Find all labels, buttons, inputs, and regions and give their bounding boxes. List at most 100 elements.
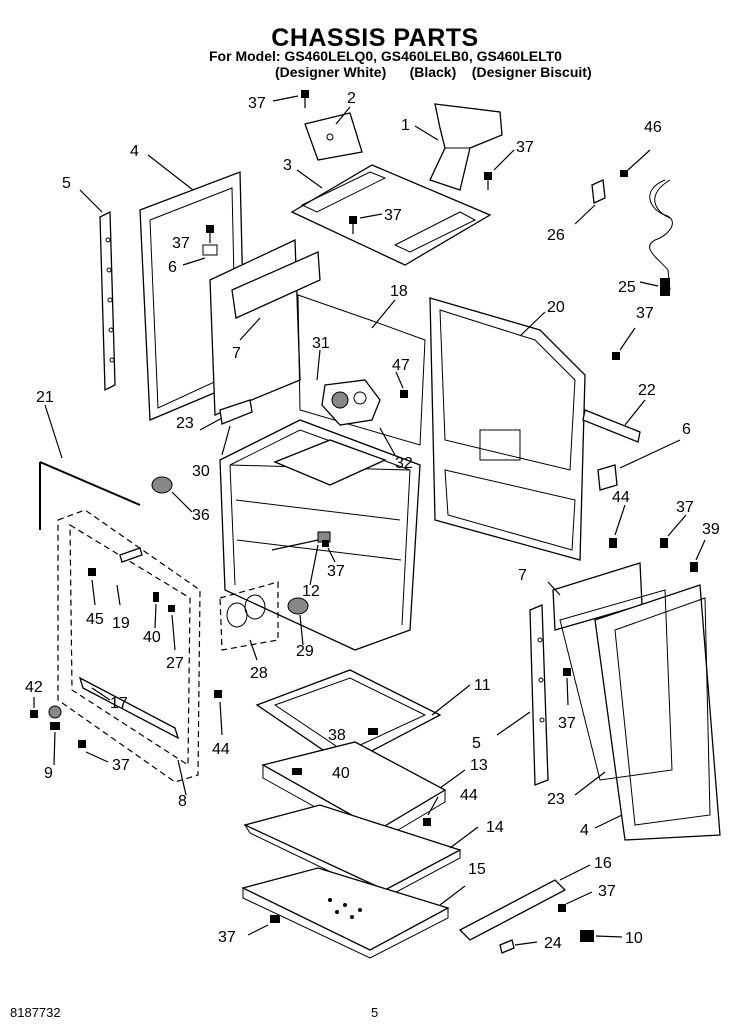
part-32-gas-valve <box>321 379 381 426</box>
callout-22: 22 <box>638 382 656 399</box>
callout-47: 47 <box>392 357 410 374</box>
screw-icon <box>660 538 668 548</box>
screw-icon <box>612 352 620 360</box>
callout-7: 7 <box>518 567 527 584</box>
callout-37: 37 <box>636 305 654 322</box>
callout-23: 23 <box>547 791 565 808</box>
screw-icon <box>88 568 96 576</box>
callout-13: 13 <box>470 757 488 774</box>
callout-1: 1 <box>401 117 410 134</box>
callout-37: 37 <box>516 139 534 156</box>
screw-icon <box>423 818 431 826</box>
callout-25: 25 <box>618 279 636 296</box>
part-2-bracket <box>304 106 363 161</box>
screw-icon <box>322 540 329 547</box>
callout-4: 4 <box>130 143 139 160</box>
callout-27: 27 <box>166 655 184 672</box>
callout-3: 3 <box>283 157 292 174</box>
model-line: For Model: GS460LELQ0, GS460LELB0, GS460… <box>209 48 562 64</box>
part-1-vent-duct <box>429 103 503 191</box>
callout-9: 9 <box>44 765 53 782</box>
part-15-bottom-panel <box>241 867 450 959</box>
callout-40: 40 <box>143 629 161 646</box>
part-5-side-strip-left <box>99 210 116 392</box>
callout-45: 45 <box>86 611 104 628</box>
callout-37: 37 <box>327 563 345 580</box>
callout-42: 42 <box>25 679 43 696</box>
part-30-bracket <box>219 399 253 425</box>
part-5-side-strip-right <box>529 604 549 786</box>
callout-5: 5 <box>472 735 481 752</box>
variant-line: (Designer White) (Black) (Designer Biscu… <box>275 64 592 80</box>
part-20-back-panel <box>429 297 586 561</box>
callout-6: 6 <box>682 421 691 438</box>
part-28-knob-set <box>219 581 279 651</box>
part-24-clip <box>499 939 515 954</box>
page-title: CHASSIS PARTS <box>271 24 479 52</box>
callout-24: 24 <box>544 935 562 952</box>
callout-37: 37 <box>598 883 616 900</box>
part-3-top-panel <box>290 164 492 266</box>
part-4-door-frame-right <box>594 584 721 841</box>
callout-29: 29 <box>296 643 314 660</box>
screw-icon <box>292 768 302 775</box>
part-17-hinge <box>78 676 180 740</box>
screw-icon <box>78 740 86 748</box>
screw-icon <box>301 90 309 108</box>
screw-icon <box>30 710 38 718</box>
screw-icon <box>563 668 571 676</box>
part-11-broiler-pan <box>255 669 442 766</box>
screw-icon <box>270 915 280 923</box>
callout-21: 21 <box>36 389 54 406</box>
callout-20: 20 <box>547 299 565 316</box>
callout-44: 44 <box>212 741 230 758</box>
callout-8: 8 <box>178 793 187 810</box>
page-number: 5 <box>371 1005 379 1020</box>
part-16-drawer-slide <box>458 879 567 941</box>
callout-31: 31 <box>312 335 330 352</box>
callout-11: 11 <box>474 677 491 694</box>
callout-2: 2 <box>347 90 356 107</box>
callout-labels: 37 2 1 37 46 4 3 5 37 37 26 6 25 18 20 3… <box>25 90 720 952</box>
callout-38: 38 <box>328 727 346 744</box>
screw-icon <box>609 538 617 548</box>
part-36-plug <box>151 476 173 494</box>
screw-icon <box>558 904 566 912</box>
callout-12: 12 <box>302 583 320 600</box>
screw-icon <box>349 216 357 234</box>
callout-15: 15 <box>468 861 486 878</box>
part-22-rod <box>582 409 641 443</box>
callout-37: 37 <box>112 757 130 774</box>
callout-30: 30 <box>192 463 210 480</box>
screw-icon <box>206 225 214 243</box>
callout-37: 37 <box>676 499 694 516</box>
callout-10: 10 <box>625 930 643 947</box>
screw-icon <box>484 172 492 190</box>
part-21-gasket <box>39 461 141 530</box>
callout-37: 37 <box>248 95 266 112</box>
part-25-power-cord <box>649 179 673 296</box>
callout-44: 44 <box>612 489 630 506</box>
callout-23: 23 <box>176 415 194 432</box>
screw-icon <box>690 562 698 572</box>
screw-icon <box>214 690 222 698</box>
callout-6: 6 <box>168 259 177 276</box>
callout-37: 37 <box>218 929 236 946</box>
part-10-leveling-leg <box>580 930 594 942</box>
callout-32: 32 <box>395 455 413 472</box>
part-9-hinge-pin <box>48 705 62 730</box>
callout-37: 37 <box>558 715 576 732</box>
callout-36: 36 <box>192 507 210 524</box>
screw-icon <box>400 390 408 398</box>
callout-14: 14 <box>486 819 504 836</box>
callout-37: 37 <box>384 207 402 224</box>
callout-5: 5 <box>62 175 71 192</box>
callout-40: 40 <box>332 765 350 782</box>
callout-17: 17 <box>110 695 128 712</box>
callout-7: 7 <box>232 345 241 362</box>
callout-46: 46 <box>644 119 662 136</box>
screw-icon <box>168 605 175 612</box>
callout-26: 26 <box>547 227 565 244</box>
callout-37: 37 <box>172 235 190 252</box>
callout-19: 19 <box>112 615 130 632</box>
